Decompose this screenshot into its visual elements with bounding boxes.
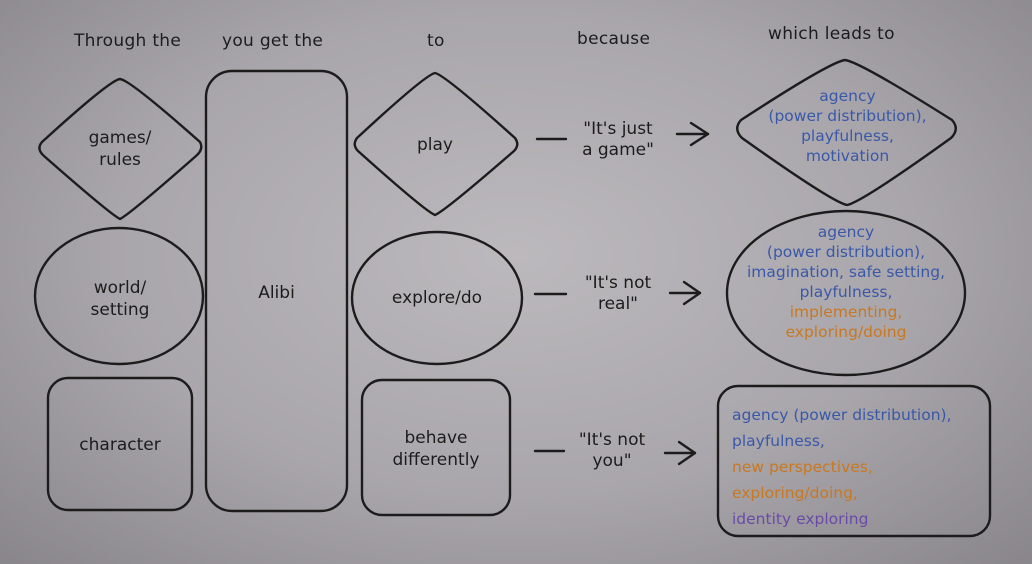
rect-outcome-3 [716, 384, 992, 538]
label-behave-differently: behave differently [392, 428, 480, 470]
label-play: play [417, 135, 453, 155]
arrow-row-1 [675, 121, 710, 147]
outcome-row-2: agency (power distribution), imagination… [746, 223, 946, 341]
reason-just-a-game: "It's just a game" [582, 119, 654, 160]
arrow-row-2 [668, 280, 702, 306]
arrow-row-3 [663, 440, 697, 466]
outcome-row-3: agency (power distribution), playfulness… [732, 406, 952, 528]
label-explore-do: explore/do [391, 288, 483, 308]
reason-not-you: "It's not you" [578, 430, 646, 471]
ellipse-world-setting [33, 226, 205, 366]
ellipse-outcome-2 [725, 209, 967, 377]
header-you-get-the: you get the [222, 31, 324, 51]
rect-character [46, 376, 194, 512]
rect-behave [360, 378, 512, 517]
label-games-rules: games/ rules [88, 128, 152, 170]
label-world-setting: world/ setting [90, 278, 150, 320]
reason-not-real: "It's not real" [584, 273, 652, 314]
outcome-row-1: agency (power distribution), playfulness… [768, 87, 927, 165]
rect-alibi [204, 69, 349, 513]
header-which-leads-to: which leads to [768, 24, 895, 44]
ellipse-explore-do [350, 230, 524, 366]
diamond-games-rules [38, 77, 203, 221]
diamond-outcome-1 [736, 58, 957, 207]
header-to: to [427, 31, 445, 51]
header-through-the: Through the [74, 31, 182, 51]
header-because: because [577, 29, 651, 49]
diamond-play [353, 71, 519, 217]
label-character: character [79, 435, 161, 455]
label-alibi: Alibi [258, 283, 295, 303]
